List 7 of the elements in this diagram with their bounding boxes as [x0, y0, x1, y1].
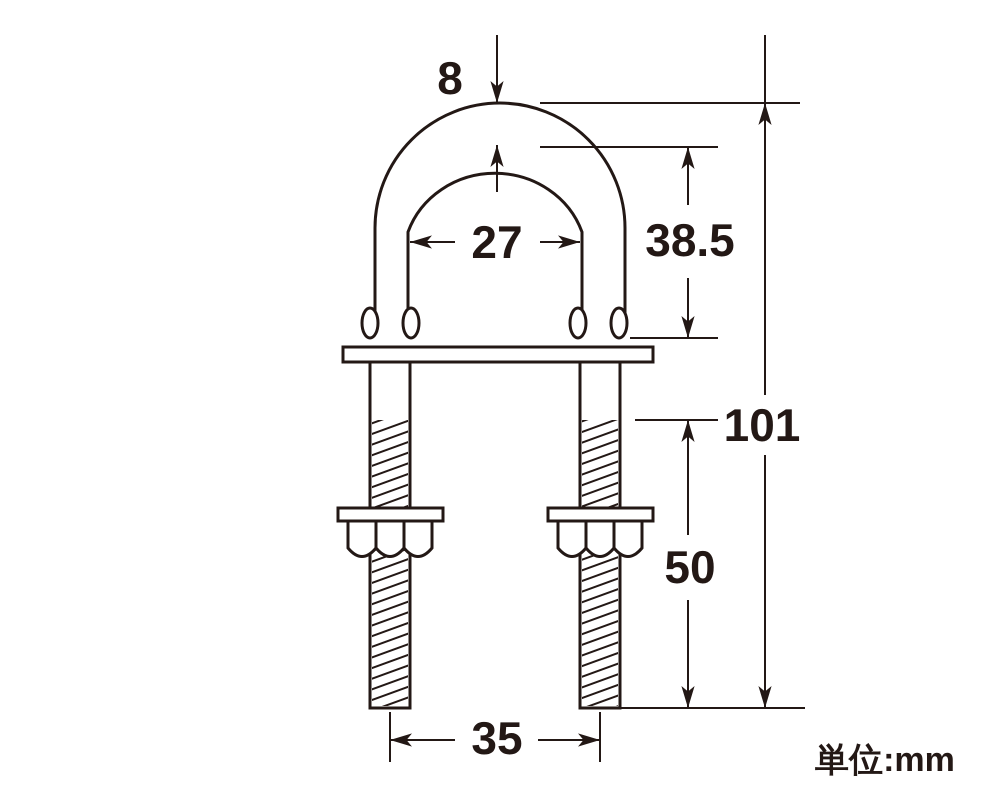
dimension-label: 50 [664, 544, 716, 590]
dimension-label: 38.5 [645, 217, 735, 263]
dimension-label: 8 [437, 55, 463, 101]
dimension-label: 35 [471, 715, 523, 761]
dimension-label: 101 [724, 402, 800, 448]
unit-note: 単位:mm [815, 743, 955, 777]
dimension-label: 27 [471, 219, 523, 265]
